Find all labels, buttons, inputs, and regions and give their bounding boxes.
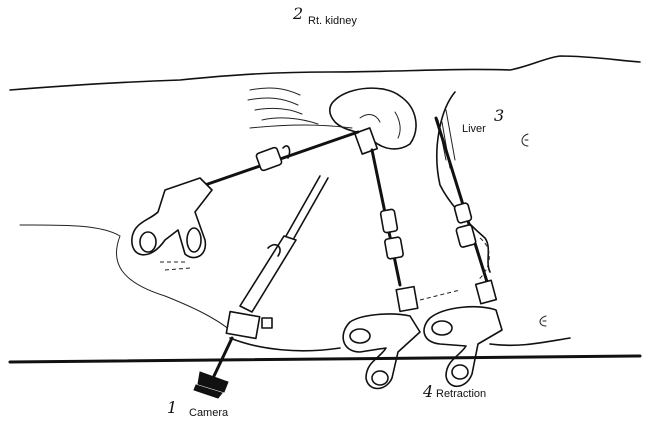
camera-scope xyxy=(285,175,321,237)
body-contour xyxy=(9,55,641,91)
camera-base xyxy=(193,384,223,399)
handle-right-ring xyxy=(431,320,453,336)
liver-shading xyxy=(437,109,456,169)
number-3: 3 xyxy=(494,106,505,125)
kidney xyxy=(328,87,417,150)
camera-grip xyxy=(267,243,281,257)
camera-lower-shaft xyxy=(212,336,234,378)
instrument-collar-2a xyxy=(379,208,399,234)
handle-left-ring xyxy=(139,231,157,253)
lower-wall xyxy=(229,337,571,352)
handle-left-dashes xyxy=(160,261,191,271)
retraction-label: Retraction xyxy=(436,388,487,400)
table-line xyxy=(8,354,642,364)
retractor-tip xyxy=(353,127,379,155)
grip-clip-1 xyxy=(282,145,291,159)
camera-scope-2 xyxy=(293,177,329,239)
instrument-shaft-1 xyxy=(203,130,360,187)
instrument-head-2 xyxy=(395,285,419,313)
handle-middle-ring xyxy=(349,328,371,344)
number-2: 2 xyxy=(293,4,304,23)
handle-right-ring-2 xyxy=(451,364,469,380)
handle-left xyxy=(131,177,213,259)
handle-left-ring-2 xyxy=(186,227,202,253)
instrument-collar-3b xyxy=(455,224,477,248)
instrument-shaft-3 xyxy=(434,116,490,287)
muscle-hatching xyxy=(247,87,319,125)
number-1: 1 xyxy=(167,398,178,417)
handle-right xyxy=(423,305,503,388)
flank-line xyxy=(19,224,231,331)
trocar-valve xyxy=(261,317,273,329)
instrument-collar-1 xyxy=(255,146,283,172)
trocar-body xyxy=(225,310,261,340)
ureter xyxy=(249,124,353,129)
liver-label: Liver xyxy=(462,123,486,135)
port-mark-upper xyxy=(521,133,529,147)
number-4: 4 xyxy=(423,382,434,401)
kidney-detail xyxy=(359,111,401,139)
camera-shaft xyxy=(239,235,297,313)
handle-middle-ring-2 xyxy=(371,370,389,386)
port-mark-lower xyxy=(539,315,547,327)
instrument-head-3 xyxy=(474,279,498,305)
camera-label: Camera xyxy=(189,407,229,419)
handle-right-dashes xyxy=(419,237,490,301)
camera-eyepiece xyxy=(197,371,229,393)
instrument-collar-2b xyxy=(384,236,404,260)
handle-middle xyxy=(342,313,421,390)
instrument-collar-3a xyxy=(453,202,473,224)
kidney-label: Rt. kidney xyxy=(308,15,357,27)
